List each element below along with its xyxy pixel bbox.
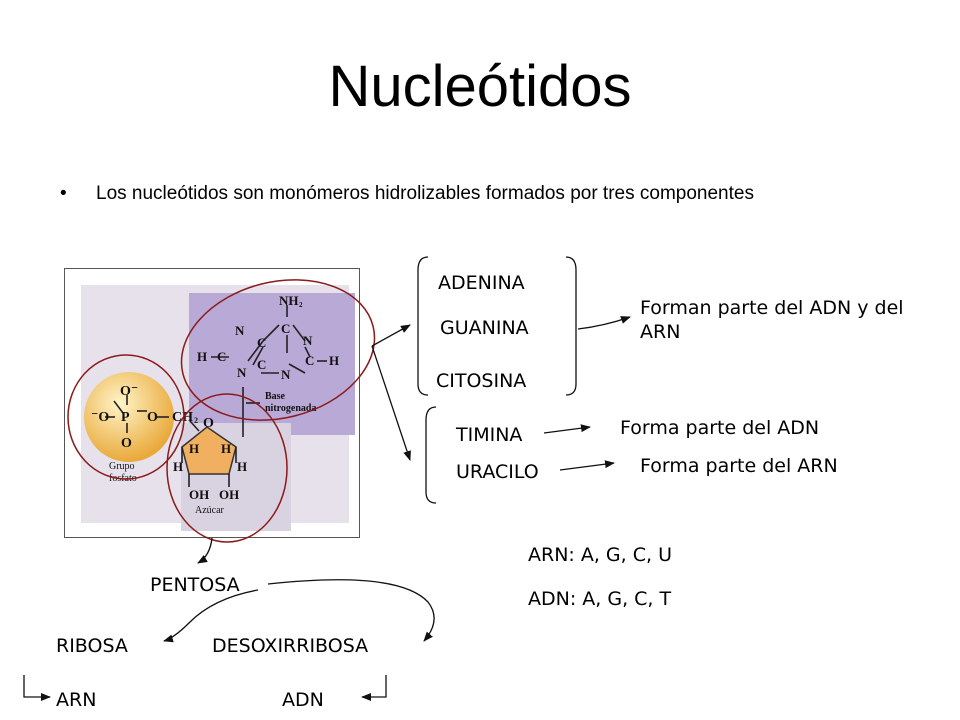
atom-h-c3: H xyxy=(189,441,199,456)
atom-o-minus-top: O⁻ xyxy=(120,384,138,399)
arrow-shared-note xyxy=(577,316,631,330)
atom-c2: C xyxy=(305,353,314,368)
atom-nh2: NH xyxy=(279,293,299,308)
purine-brace-right xyxy=(565,256,577,396)
pyrimidine-brace-left xyxy=(425,406,437,504)
arrow-pentosa-to-desoxirribosa xyxy=(267,579,435,642)
atom-c8: C xyxy=(217,349,226,364)
atom-oh-2: OH xyxy=(219,487,239,502)
label-adenina: ADENINA xyxy=(438,272,525,294)
label-desoxirribosa: DESOXIRRIBOSA xyxy=(212,635,369,657)
label-guanina: GUANINA xyxy=(440,317,529,339)
atom-nh2-sub: 2 xyxy=(299,301,303,309)
label-adn: ADN xyxy=(282,689,324,711)
purine-brace-left xyxy=(417,256,429,396)
bullet-dot: • xyxy=(60,183,67,204)
phosphate-caption-1: Grupo xyxy=(109,461,135,472)
atom-h-c1: H xyxy=(237,459,247,474)
note-shared: Forman parte del ADN y del ARN xyxy=(640,297,904,343)
arrow-uracilo-note xyxy=(559,460,615,471)
sugar-caption: Azúcar xyxy=(195,505,225,516)
atom-c6: C xyxy=(281,321,290,336)
arrow-base-to-top xyxy=(371,324,411,347)
label-pentosa: PENTOSA xyxy=(150,574,240,596)
label-timina: TIMINA xyxy=(456,424,523,446)
label-uracilo: URACILO xyxy=(456,461,539,483)
atom-h-c4: H xyxy=(173,459,183,474)
label-arn: ARN xyxy=(56,689,97,711)
arrow-desoxirribosa-to-adn xyxy=(361,675,387,701)
atom-n3: N xyxy=(281,367,291,382)
atom-o-ester: O xyxy=(147,410,158,425)
phosphate-caption-2: fosfato xyxy=(109,473,137,484)
atom-h-c8: H xyxy=(197,349,207,364)
nucleotide-figure: O⁻ ⁻O P O O Grupo fosfato CH 2 O H H H H… xyxy=(64,268,360,538)
atom-c5: C xyxy=(257,335,266,350)
bullet-text: • Los nucleótidos son monómeros hidroliz… xyxy=(60,182,836,206)
note-timina: Forma parte del ADN xyxy=(620,417,820,439)
label-ribosa: RIBOSA xyxy=(56,635,128,657)
slide-title: Nucleótidos xyxy=(328,54,632,119)
atom-ch2-sub: 2 xyxy=(194,416,198,425)
atom-o-ring: O xyxy=(203,416,214,431)
atom-h-c2: H xyxy=(329,353,339,368)
note-adn-code: ADN: A, G, C, T xyxy=(528,588,672,610)
label-citosina: CITOSINA xyxy=(436,370,527,392)
atom-p: P xyxy=(121,410,130,425)
nucleotide-structure: O⁻ ⁻O P O O Grupo fosfato CH 2 O H H H H… xyxy=(84,293,339,516)
arrow-base-to-bottom xyxy=(371,345,411,461)
atom-n1: N xyxy=(303,333,313,348)
note-uracilo: Forma parte del ARN xyxy=(640,455,838,477)
atom-n9: N xyxy=(237,365,247,380)
atom-oh-3: OH xyxy=(189,487,209,502)
atom-c4: C xyxy=(257,357,266,372)
arrow-figure-to-pentosa xyxy=(197,537,213,564)
arrow-timina-note xyxy=(543,424,591,434)
atom-ch2: CH xyxy=(172,410,193,425)
base-caption-2: nitrogenada xyxy=(265,403,317,414)
arrow-ribosa-to-arn xyxy=(23,675,51,701)
atom-h-c2: H xyxy=(221,441,231,456)
note-arn-code: ARN: A, G, C, U xyxy=(528,544,672,566)
atom-o-minus-left: ⁻O xyxy=(91,410,109,425)
base-caption-1: Base xyxy=(265,391,286,402)
bullet-content: Los nucleótidos son monómeros hidrolizab… xyxy=(96,183,754,204)
atom-o-bottom: O xyxy=(121,436,132,451)
atom-n7: N xyxy=(235,323,245,338)
